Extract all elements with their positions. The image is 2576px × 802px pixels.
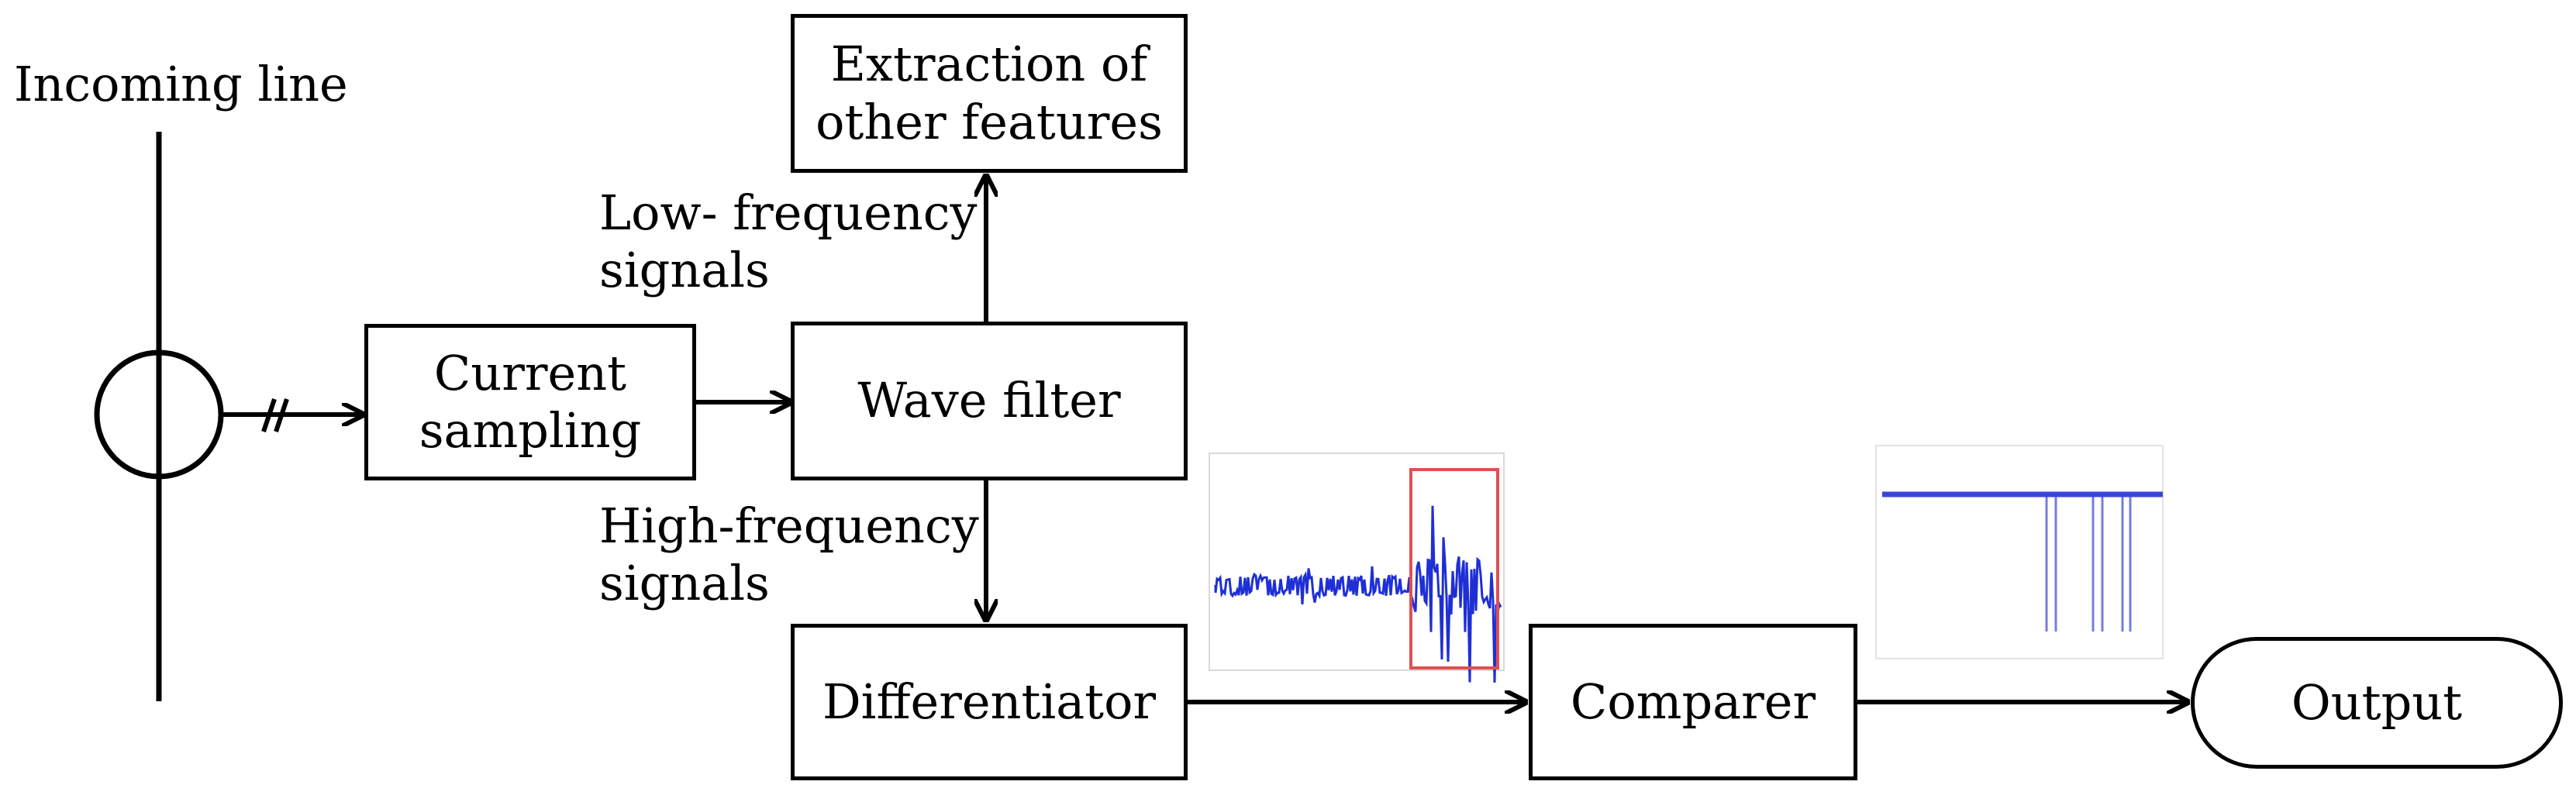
wave-filter-box: Wave filter	[791, 322, 1188, 480]
current-sampling-box: Current sampling	[364, 324, 696, 480]
output-terminal: Output	[2191, 637, 2563, 769]
high-frequency-label-line1: High-frequency	[599, 497, 979, 554]
low-frequency-label-line1: Low- frequency	[599, 184, 978, 241]
current-sampling-line2: sampling	[419, 402, 642, 459]
low-frequency-label-line2: signals	[599, 242, 770, 299]
slash-mark-icon	[261, 398, 277, 432]
comparer-box: Comparer	[1529, 624, 1857, 780]
extraction-box-line1: Extraction of	[830, 36, 1148, 93]
comparer-label: Comparer	[1570, 673, 1816, 730]
highlight-box	[1409, 468, 1499, 669]
extraction-box-line2: other features	[816, 93, 1163, 150]
low-frequency-label: Low- frequency signals	[599, 184, 978, 300]
incoming-line-label: Incoming line	[14, 56, 348, 112]
high-frequency-label: High-frequency signals	[599, 497, 979, 613]
slash-mark-icon	[274, 398, 289, 432]
comparer-pulses	[2045, 494, 2132, 632]
waveform-trace	[1214, 505, 1502, 683]
differentiator-label: Differentiator	[822, 673, 1157, 730]
high-frequency-label-line2: signals	[599, 555, 770, 612]
output-label: Output	[2291, 673, 2463, 731]
comparer-output-thumbnail	[1875, 445, 2164, 659]
current-sampling-line1: Current	[433, 344, 627, 401]
differentiator-box: Differentiator	[791, 624, 1188, 780]
differentiator-waveform-thumbnail	[1209, 453, 1505, 683]
extraction-box: Extraction of other features	[791, 14, 1188, 173]
wave-filter-label: Wave filter	[857, 372, 1121, 429]
